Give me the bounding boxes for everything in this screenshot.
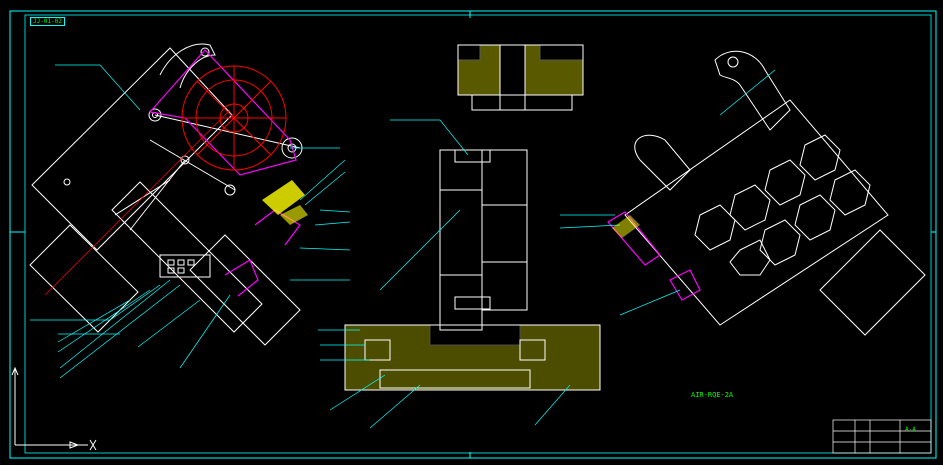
title-block: [832, 419, 932, 454]
leader-c2: [379, 209, 461, 291]
leader-c1b: [439, 119, 469, 156]
leader-l5: [57, 289, 151, 353]
pivot-3: [224, 184, 236, 196]
pallet-body: [624, 99, 889, 326]
leader-r2: [299, 159, 346, 201]
hex-4: [759, 219, 801, 266]
connector-pin-5: [177, 267, 185, 274]
left-leaders: [30, 64, 351, 379]
right-motor: [819, 229, 926, 336]
connector-pin-2: [177, 259, 185, 266]
link-2: [149, 139, 236, 191]
sheet-border-outer: [9, 10, 937, 459]
red-centerline: [44, 109, 231, 296]
leader-l6: [59, 279, 171, 369]
hex-8: [694, 204, 736, 251]
leader-l7: [59, 284, 181, 379]
left-highlight: [148, 49, 301, 297]
right-highlight: [607, 211, 701, 301]
link-1: [154, 114, 301, 149]
right-pallet-view: [624, 50, 926, 336]
pivot-4: [180, 155, 190, 165]
connector-outline: [159, 254, 211, 278]
right-hook: [634, 134, 691, 191]
hex-3: [799, 134, 841, 181]
top-section-base: [471, 94, 573, 111]
base-plate-hatch: [344, 324, 601, 391]
hatch-block-1: [262, 180, 305, 215]
leader-l8: [137, 299, 201, 348]
title-block-label: A-A: [905, 426, 916, 433]
right-magenta-2: [669, 269, 701, 301]
leader-l4: [57, 299, 131, 343]
column-cap-top: [454, 149, 491, 163]
right-hatch: [612, 215, 640, 238]
ucs-y-arrow: [11, 366, 19, 376]
ucs-x-arrow: [69, 441, 80, 449]
leader-c8: [534, 384, 571, 426]
leader-l1b: [99, 64, 141, 111]
pivot-1: [148, 108, 162, 122]
hatch-block-2: [280, 205, 308, 225]
leader-rt2: [559, 224, 621, 229]
wheel-spoke-d2: [196, 80, 272, 156]
connector-pin-3: [187, 259, 195, 266]
column-left: [439, 149, 483, 331]
leader-rt4: [719, 69, 776, 116]
connector-box: [159, 254, 211, 278]
left-gripper-view: [29, 43, 303, 346]
left-hatch: [262, 180, 308, 225]
center-leaders: [318, 119, 571, 429]
right-arm-pivot: [727, 56, 739, 68]
connector-pin-4: [167, 267, 175, 274]
base-pocket-right: [519, 339, 546, 361]
linkage-outline: [148, 49, 297, 176]
leader-l9: [179, 294, 231, 369]
leader-r3: [304, 171, 346, 206]
leader-l2b: [109, 284, 161, 321]
base-pocket-left: [364, 339, 391, 361]
right-arm: [714, 50, 791, 131]
right-hatch-1: [612, 215, 640, 238]
left-body-plate: [31, 47, 233, 251]
pivot-5: [63, 178, 71, 186]
sheet-border-inner: [24, 14, 932, 454]
hex-1: [729, 184, 771, 231]
hex-7: [729, 239, 771, 276]
top-section-core: [499, 44, 526, 111]
column-right: [481, 149, 528, 311]
hex-2: [764, 159, 806, 206]
link-4: [129, 159, 186, 231]
leader-r6: [299, 247, 351, 251]
title-block-outline: [832, 419, 932, 454]
leader-r4: [319, 209, 351, 213]
hook-pivot: [200, 47, 210, 57]
center-sectional-view: [344, 44, 601, 391]
base-plate-outline: [344, 324, 601, 391]
connector-pin-1: [167, 259, 175, 266]
drawing-number-tag: JJ-01-02: [30, 17, 65, 26]
left-arm-lower: [189, 234, 301, 346]
ucs-icon: [11, 366, 97, 451]
base-slot: [379, 369, 531, 389]
hex-5: [794, 194, 836, 241]
view-caption: AIR-RQE-2A: [691, 391, 734, 399]
right-leaders: [559, 69, 776, 316]
leader-c7: [369, 384, 421, 429]
left-shank: [29, 224, 139, 333]
left-hook: [159, 43, 216, 89]
hex-6: [829, 169, 871, 216]
column-cap-bottom: [454, 296, 491, 310]
red-wheel: [44, 65, 287, 296]
leader-rt3: [619, 289, 681, 316]
leader-r5: [314, 221, 351, 226]
leader-c6: [329, 374, 386, 411]
magenta-bracket-2: [224, 259, 259, 297]
left-arm-upper: [111, 181, 263, 333]
ucs-x-label: [89, 439, 97, 451]
right-magenta-1: [607, 211, 661, 266]
hex-pattern: [694, 134, 871, 276]
